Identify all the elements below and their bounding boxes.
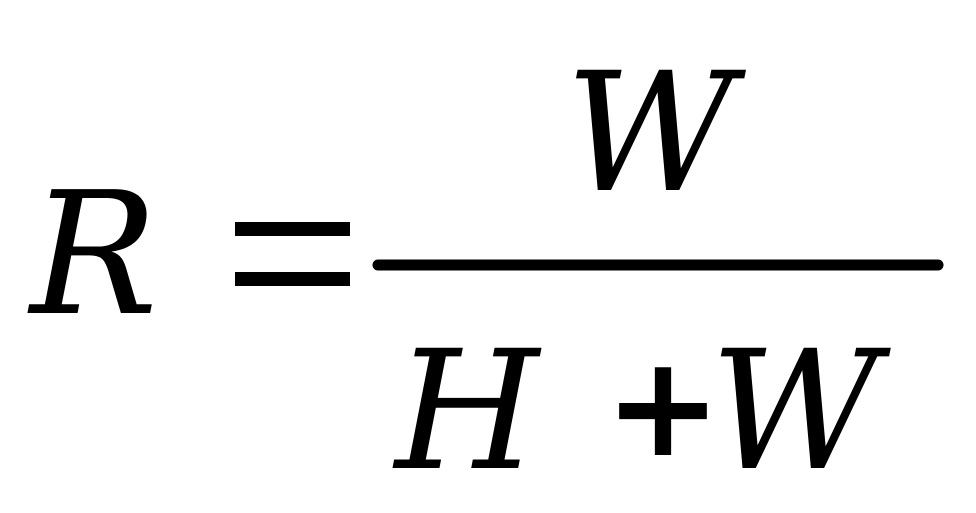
equals-sign — [235, 222, 350, 286]
denominator-right-variable: W — [710, 315, 891, 507]
numerator-variable: W — [565, 37, 746, 229]
lhs-variable: R — [27, 156, 158, 354]
denominator: H + W — [392, 315, 891, 507]
plus-operator: + — [604, 326, 721, 489]
denominator-left-variable: H — [392, 315, 542, 507]
